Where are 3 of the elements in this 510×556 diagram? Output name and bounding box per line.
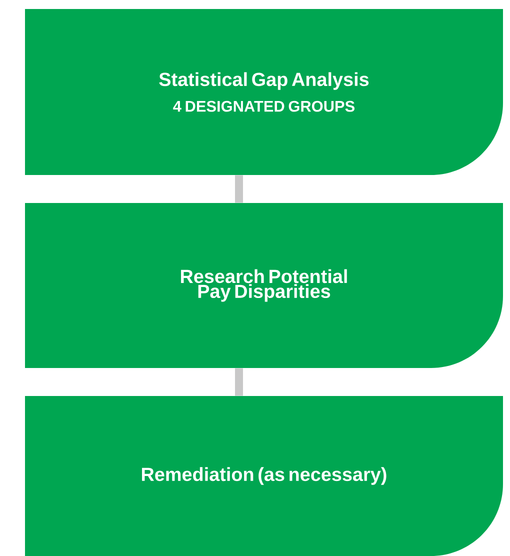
process-box: Remediation (as necessary) bbox=[25, 396, 503, 556]
process-box: Research Potential Pay Disparities bbox=[25, 203, 503, 368]
process-box: Statistical Gap Analysis 4 DESIGNATED GROUPS bbox=[25, 9, 503, 175]
